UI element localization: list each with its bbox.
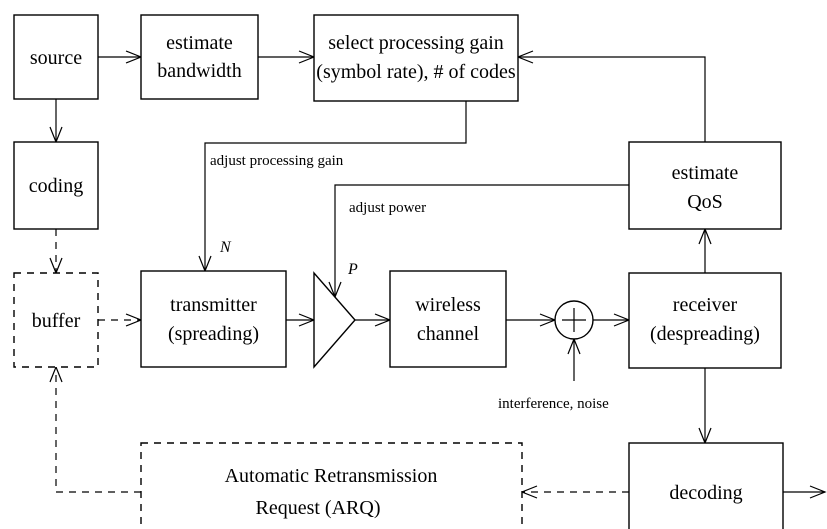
block-source: source bbox=[13, 14, 99, 100]
estimate-qos-line-1: estimate bbox=[672, 162, 739, 184]
receiver-line-2: (despreading) bbox=[650, 323, 760, 345]
buffer-label: buffer bbox=[32, 310, 81, 332]
block-select-processing-gain: select processing gain (symbol rate), # … bbox=[313, 14, 519, 102]
arq-line-2: Request (ARQ) bbox=[256, 497, 381, 519]
block-wireless-channel: wireless channel bbox=[389, 270, 507, 368]
block-estimate-bandwidth: estimate bandwidth bbox=[140, 14, 259, 100]
wire-adjust-gain bbox=[204, 101, 467, 271]
estimate-bandwidth-line-1: estimate bbox=[166, 32, 233, 54]
adjust-power-label: adjust power bbox=[349, 200, 426, 216]
select-gain-line-1: select processing gain bbox=[328, 32, 504, 54]
source-label: source bbox=[30, 47, 82, 69]
decoding-label: decoding bbox=[669, 482, 742, 504]
wireless-line-1: wireless bbox=[415, 294, 481, 316]
block-buffer: buffer bbox=[13, 272, 99, 368]
adder-circle bbox=[554, 300, 594, 340]
estimate-bandwidth-line-2: bandwidth bbox=[157, 60, 241, 82]
block-arq: Automatic Retransmission Request (ARQ) bbox=[140, 442, 523, 529]
block-coding: coding bbox=[13, 141, 99, 230]
n-symbol: N bbox=[219, 239, 232, 256]
wire-qos-to-select bbox=[518, 56, 706, 142]
block-receiver: receiver (despreading) bbox=[628, 272, 782, 369]
block-decoding: decoding bbox=[628, 442, 784, 529]
interference-label: interference, noise bbox=[498, 396, 609, 412]
wireless-line-2: channel bbox=[417, 323, 480, 345]
coding-label: coding bbox=[29, 175, 83, 197]
p-symbol: P bbox=[347, 261, 358, 278]
adjust-gain-label: adjust processing gain bbox=[210, 153, 344, 169]
wire-adjust-power bbox=[334, 184, 629, 297]
block-transmitter: transmitter (spreading) bbox=[140, 270, 287, 368]
transmitter-line-1: transmitter bbox=[170, 294, 257, 316]
connections bbox=[55, 56, 825, 493]
receiver-line-1: receiver bbox=[673, 294, 738, 316]
estimate-qos-line-2: QoS bbox=[687, 191, 723, 213]
select-gain-line-2: (symbol rate), # of codes bbox=[316, 61, 516, 83]
block-estimate-qos: estimate QoS bbox=[628, 141, 782, 230]
arrowhead-output bbox=[809, 485, 827, 499]
transmitter-line-2: (spreading) bbox=[168, 323, 259, 345]
wire-arq-to-buffer bbox=[55, 367, 141, 493]
amplifier-triangle bbox=[313, 271, 356, 369]
arq-line-1: Automatic Retransmission bbox=[225, 465, 438, 487]
